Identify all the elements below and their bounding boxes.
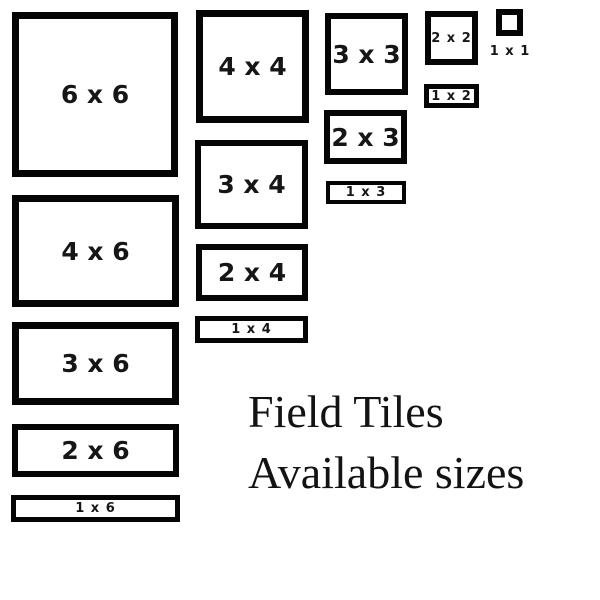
tile-4x6-label: 4 x 6 <box>61 236 130 266</box>
tile-2x3: 2 x 3 <box>324 110 407 164</box>
tile-1x6-label: 1 x 6 <box>75 501 116 516</box>
tile-2x4: 2 x 4 <box>196 244 308 301</box>
tile-1x3-label: 1 x 3 <box>345 185 387 200</box>
tile-2x2: 2 x 2 <box>425 11 478 65</box>
tile-4x4-label: 4 x 4 <box>218 52 287 81</box>
tile-1x6: 1 x 6 <box>11 495 180 522</box>
caption-line-2: Available sizes <box>248 447 525 498</box>
tile-1x1 <box>496 9 523 36</box>
tile-2x2-label: 2 x 2 <box>431 30 472 46</box>
tile-4x4: 4 x 4 <box>196 10 309 123</box>
tile-1x4-label: 1 x 4 <box>231 322 272 337</box>
tile-1x3: 1 x 3 <box>326 181 406 204</box>
tile-6x6: 6 x 6 <box>12 12 178 177</box>
tile-4x6: 4 x 6 <box>12 195 179 307</box>
tile-6x6-label: 6 x 6 <box>60 80 130 109</box>
tile-1x1-label: 1 x 1 <box>489 44 531 59</box>
tile-1x4: 1 x 4 <box>195 316 308 343</box>
tile-3x3: 3 x 3 <box>325 13 408 95</box>
tile-3x3-label: 3 x 3 <box>332 39 401 69</box>
tile-3x6: 3 x 6 <box>12 322 179 405</box>
tile-3x6-label: 3 x 6 <box>61 349 130 378</box>
caption: Field Tiles Available sizes <box>248 381 524 503</box>
tile-3x4-label: 3 x 4 <box>217 170 286 199</box>
tile-3x4: 3 x 4 <box>195 140 308 229</box>
tile-2x6: 2 x 6 <box>12 424 179 477</box>
tile-2x3-label: 2 x 3 <box>331 122 400 152</box>
tile-1x2-label: 1 x 2 <box>431 88 472 104</box>
caption-line-1: Field Tiles <box>248 386 444 437</box>
tile-2x6-label: 2 x 6 <box>61 436 130 465</box>
tile-1x2: 1 x 2 <box>424 84 479 108</box>
tile-2x4-label: 2 x 4 <box>217 258 287 287</box>
